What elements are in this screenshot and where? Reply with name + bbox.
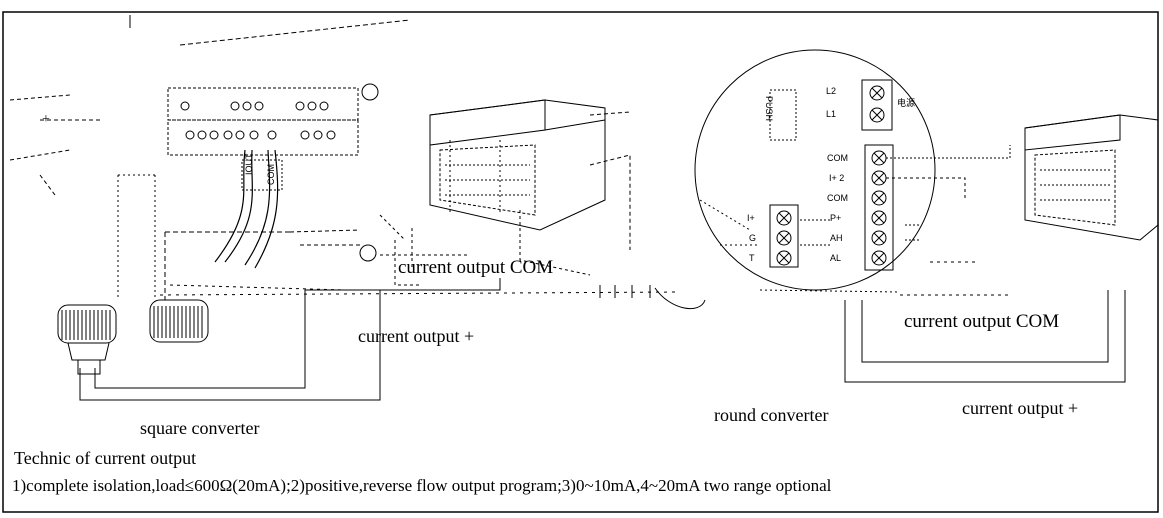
round-p-plus-label: P+ <box>830 213 842 223</box>
current-output-plus-right: current output + <box>962 398 1079 418</box>
round-l2-label: L2 <box>826 86 837 96</box>
round-al-label: AL <box>830 253 842 263</box>
current-output-com-left: current output COM <box>398 257 554 278</box>
round-converter-drawing <box>694 49 1126 383</box>
square-terminal-plus: + <box>42 112 50 127</box>
square-converter-label: square converter <box>140 418 260 438</box>
round-t-label: T <box>749 253 755 263</box>
current-output-com-right: current output COM <box>904 311 1060 332</box>
round-i-plus-label: I+ <box>747 213 755 223</box>
left-meter-drawing <box>380 99 631 286</box>
technic-description: 1)complete isolation,load≤600Ω(20mA);2)p… <box>12 476 832 495</box>
current-output-plus-left: current output + <box>358 326 475 346</box>
square-terminal-com: COM <box>266 164 276 185</box>
technic-title: Technic of current output <box>14 448 197 468</box>
round-com2-label: COM <box>827 193 848 203</box>
round-l1-label: L1 <box>826 109 837 119</box>
round-com1-label: COM <box>827 153 848 163</box>
round-power-label: 电源 <box>897 99 916 109</box>
square-converter-drawing <box>9 15 501 401</box>
round-push-label: PUSH <box>764 96 774 122</box>
round-converter-label: round converter <box>714 405 829 425</box>
center-dashed <box>159 291 681 296</box>
round-i-plus-2-label: I+ 2 <box>829 173 845 183</box>
outer-frame <box>2 11 1159 513</box>
round-ah-label: AH <box>830 233 843 243</box>
round-g-label: G <box>749 233 757 243</box>
right-meter-drawing <box>1024 114 1159 241</box>
square-terminal-iout: IOUT <box>244 153 254 176</box>
